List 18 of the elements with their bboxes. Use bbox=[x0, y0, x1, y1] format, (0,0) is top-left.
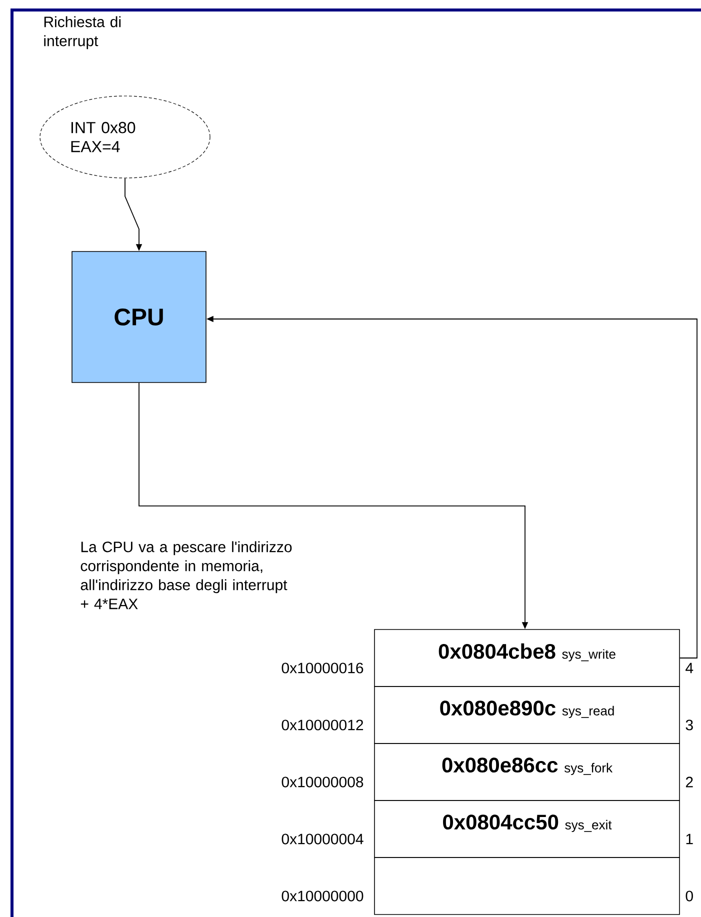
heading-text: Richiesta di interrupt bbox=[44, 16, 121, 50]
memory-cell: 0x080e86cc sys_fork bbox=[374, 743, 680, 801]
address-label: 0x10000000 bbox=[282, 890, 364, 902]
memory-cell: 0x080e890c sys_read bbox=[374, 686, 680, 744]
index-label: 0 bbox=[686, 890, 693, 902]
index-label: 3 bbox=[686, 720, 693, 730]
address-label: 0x10000012 bbox=[282, 720, 364, 730]
address-label: 0x10000004 bbox=[282, 834, 364, 844]
index-label: 4 bbox=[686, 662, 694, 674]
memory-cell: 0x0804cbe8 sys_write bbox=[374, 629, 680, 687]
cpu-box: CPU bbox=[72, 251, 206, 383]
index-label: 1 bbox=[686, 834, 693, 844]
memory-cell: 0x0804cc50 sys_exit bbox=[374, 800, 680, 858]
index-label: 2 bbox=[686, 776, 693, 788]
memory-cell bbox=[374, 857, 680, 915]
address-label: 0x10000008 bbox=[282, 776, 364, 788]
edge-label: La CPU va a pescare l'indirizzo corrispondente in memoria, all'indirizzo base degli interrupt + 4*EAX bbox=[80, 541, 292, 610]
address-label: 0x10000016 bbox=[282, 662, 364, 674]
